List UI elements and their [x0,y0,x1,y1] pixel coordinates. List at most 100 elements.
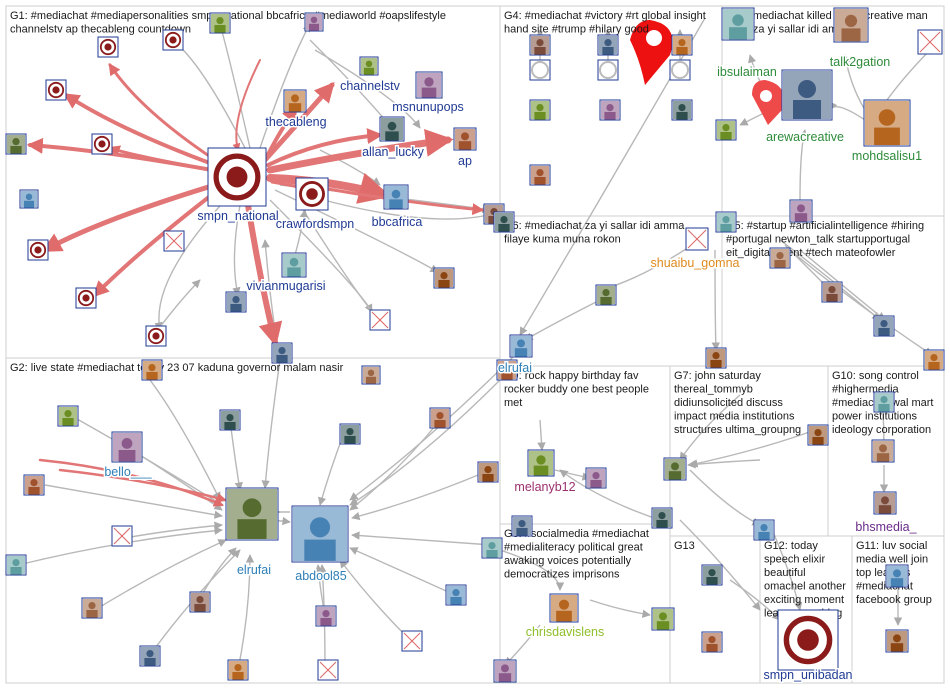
node-label-bhsmedia[interactable]: bhsmedia_ [854,519,919,536]
node-avatar[interactable] [769,247,791,269]
node-avatar[interactable] [715,119,737,141]
node-avatar[interactable] [453,127,477,151]
node-label-chrisdavislens[interactable]: chrisdavislens [524,624,606,641]
node-avatar[interactable] [833,7,869,43]
node-avatar[interactable] [599,99,621,121]
node-avatar[interactable] [885,629,909,653]
node-avatar[interactable] [379,116,405,142]
node-avatar[interactable] [383,184,409,210]
node-avatar[interactable] [271,342,293,364]
missing-image-icon[interactable] [917,29,943,55]
node-label-melanyb12[interactable]: melanyb12 [513,479,577,496]
node-avatar[interactable] [5,133,27,155]
node-avatar[interactable] [219,409,241,431]
node-avatar[interactable] [863,99,911,147]
self-loop-icon[interactable] [669,59,691,81]
node-label-arewacreative[interactable]: arewacreative [765,129,846,146]
node-label-talk2gation[interactable]: talk2gation [828,54,892,71]
node-label-shuaibu-gomna[interactable]: shuaibu_gomna [649,255,741,272]
node-avatar[interactable] [777,609,839,671]
node-avatar[interactable] [671,99,693,121]
node-avatar[interactable] [873,491,897,515]
node-label-ibsulaiman[interactable]: ibsulaiman [716,64,779,81]
node-avatar[interactable] [304,12,324,32]
node-avatar[interactable] [91,133,113,155]
node-avatar[interactable] [529,34,551,56]
node-avatar[interactable] [789,199,813,223]
node-avatar[interactable] [597,34,619,56]
node-avatar[interactable] [651,607,675,631]
node-label-smpn-national[interactable]: smpn_national [196,208,280,225]
node-avatar[interactable] [295,177,329,211]
node-avatar[interactable] [189,591,211,613]
node-avatar[interactable] [225,487,279,541]
node-avatar[interactable] [145,325,167,347]
node-avatar[interactable] [663,457,687,481]
node-avatar[interactable] [885,564,909,588]
node-avatar[interactable] [477,461,499,483]
self-loop-icon[interactable] [597,59,619,81]
node-label-vivianmugarisi[interactable]: vivianmugarisi [245,278,327,295]
node-avatar[interactable] [339,423,361,445]
node-avatar[interactable] [45,79,67,101]
node-avatar[interactable] [651,507,673,529]
node-avatar[interactable] [111,431,143,463]
node-avatar[interactable] [19,189,39,209]
node-avatar[interactable] [97,36,119,58]
node-label-smpn-unibadan[interactable]: smpn_unibadan [762,667,854,684]
node-avatar[interactable] [549,593,579,623]
node-avatar[interactable] [529,164,551,186]
node-avatar[interactable] [585,467,607,489]
node-avatar[interactable] [705,347,727,369]
node-label-bbcafrica[interactable]: bbcafrica [370,214,424,231]
node-avatar[interactable] [873,315,895,337]
node-avatar[interactable] [493,659,517,683]
node-avatar[interactable] [871,439,895,463]
missing-image-icon[interactable] [163,230,185,252]
node-avatar[interactable] [715,211,737,233]
node-avatar[interactable] [283,89,307,113]
node-label-abdool85[interactable]: abdool85 [294,568,348,585]
node-avatar[interactable] [209,12,231,34]
node-avatar[interactable] [527,449,555,477]
node-label-mohdsalisu1[interactable]: mohdsalisu1 [850,148,923,165]
node-label-elrufai[interactable]: elrufai [235,562,272,579]
missing-image-icon[interactable] [401,630,423,652]
node-label-bello[interactable]: bello___ [103,464,154,481]
node-avatar[interactable] [225,291,247,313]
node-avatar[interactable] [511,515,533,537]
node-label-thecableng[interactable]: thecableng [264,114,328,131]
node-avatar[interactable] [721,7,755,41]
node-avatar[interactable] [671,34,693,56]
node-avatar[interactable] [162,29,184,51]
node-avatar[interactable] [315,605,337,627]
node-avatar[interactable] [27,239,49,261]
self-loop-icon[interactable] [529,59,551,81]
node-label-msnunupops[interactable]: msnunupops [391,99,466,116]
missing-image-icon[interactable] [369,309,391,331]
node-avatar[interactable] [361,365,381,385]
node-avatar[interactable] [23,474,45,496]
node-avatar[interactable] [701,564,723,586]
node-avatar[interactable] [139,645,161,667]
node-avatar[interactable] [281,252,307,278]
node-avatar[interactable] [529,99,551,121]
node-avatar[interactable] [291,505,349,563]
node-label-allan-lucky[interactable]: allan_lucky [361,144,427,161]
node-avatar[interactable] [227,659,249,681]
node-avatar[interactable] [493,211,515,233]
node-avatar[interactable] [821,281,843,303]
missing-image-icon[interactable] [317,659,339,681]
node-avatar[interactable] [141,359,163,381]
node-avatar[interactable] [359,56,379,76]
node-avatar[interactable] [595,284,617,306]
node-avatar[interactable] [57,405,79,427]
node-avatar[interactable] [496,359,518,381]
node-avatar[interactable] [433,267,455,289]
missing-image-icon[interactable] [111,525,133,547]
node-avatar[interactable] [923,349,945,371]
node-label-ap[interactable]: ap [457,153,474,170]
node-avatar[interactable] [781,69,833,121]
node-avatar[interactable] [701,631,723,653]
node-avatar[interactable] [873,391,895,413]
